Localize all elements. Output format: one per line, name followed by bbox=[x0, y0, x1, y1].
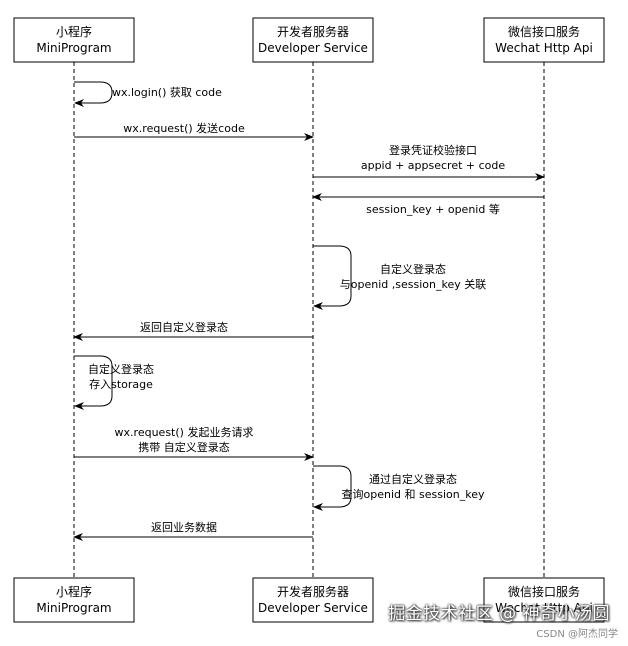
self-message-1: wx.login() 获取 code bbox=[74, 81, 222, 107]
message-2: wx.request() 发送code bbox=[74, 121, 314, 141]
participant-box-dev-top: 开发者服务器 Developer Service bbox=[252, 17, 374, 63]
participant-subtitle: MiniProgram bbox=[36, 601, 111, 615]
self-message-arrow bbox=[74, 81, 113, 107]
message-10: 返回业务数据 bbox=[73, 520, 313, 541]
participant-box-wx-bottom: 微信接口服务 Wechat Http Api bbox=[483, 577, 605, 623]
message-label: appid + appsecret + code bbox=[361, 159, 506, 172]
message-label: 与openid ,session_key 关联 bbox=[340, 277, 486, 291]
message-6: 返回自定义登录态 bbox=[73, 320, 313, 341]
message-label: 返回业务数据 bbox=[151, 520, 217, 534]
message-label: 自定义登录态 bbox=[88, 362, 154, 376]
watermark-main: 掘金技术社区 @ 神奇小汤圆 bbox=[388, 604, 610, 624]
message-label: wx.request() 发起业务请求 bbox=[115, 425, 254, 439]
participant-subtitle: Wechat Http Api bbox=[495, 601, 593, 615]
self-message-arrow bbox=[313, 245, 352, 310]
participant-name: 微信接口服务 bbox=[508, 24, 580, 39]
participant-name: 小程序 bbox=[56, 584, 92, 599]
self-message-arrow bbox=[74, 355, 113, 410]
participant-name: 小程序 bbox=[56, 24, 92, 39]
message-label: 携带 自定义登录态 bbox=[138, 440, 230, 454]
participant-subtitle: Developer Service bbox=[258, 601, 368, 615]
message-3: 登录凭证校验接口 appid + appsecret + code bbox=[313, 143, 545, 181]
message-label: 通过自定义登录态 bbox=[369, 472, 457, 486]
participant-box-dev-bottom: 开发者服务器 Developer Service bbox=[252, 577, 374, 623]
message-label: 返回自定义登录态 bbox=[140, 320, 228, 334]
message-4: session_key + openid 等 bbox=[312, 193, 544, 216]
watermark-csdn: CSDN @阿杰同学 bbox=[536, 629, 618, 640]
message-label: 登录凭证校验接口 bbox=[389, 143, 477, 157]
message-label: 查询openid 和 session_key bbox=[342, 487, 485, 501]
participant-box-wx-top: 微信接口服务 Wechat Http Api bbox=[483, 17, 605, 63]
participant-name: 开发者服务器 bbox=[277, 24, 349, 39]
participant-box-mini-bottom: 小程序 MiniProgram bbox=[13, 577, 135, 623]
participant-name: 开发者服务器 bbox=[277, 584, 349, 599]
self-message-arrow bbox=[313, 465, 352, 511]
participant-subtitle: MiniProgram bbox=[36, 41, 111, 55]
participant-name: 微信接口服务 bbox=[508, 584, 580, 599]
message-label: 自定义登录态 bbox=[380, 262, 446, 276]
participant-subtitle: Wechat Http Api bbox=[495, 41, 593, 55]
message-label: wx.request() 发送code bbox=[123, 121, 245, 135]
participant-box-mini-top: 小程序 MiniProgram bbox=[13, 17, 135, 63]
message-label: 存入storage bbox=[89, 377, 153, 391]
participant-subtitle: Developer Service bbox=[258, 41, 368, 55]
message-label: session_key + openid 等 bbox=[366, 202, 500, 216]
message-label: wx.login() 获取 code bbox=[112, 86, 222, 99]
